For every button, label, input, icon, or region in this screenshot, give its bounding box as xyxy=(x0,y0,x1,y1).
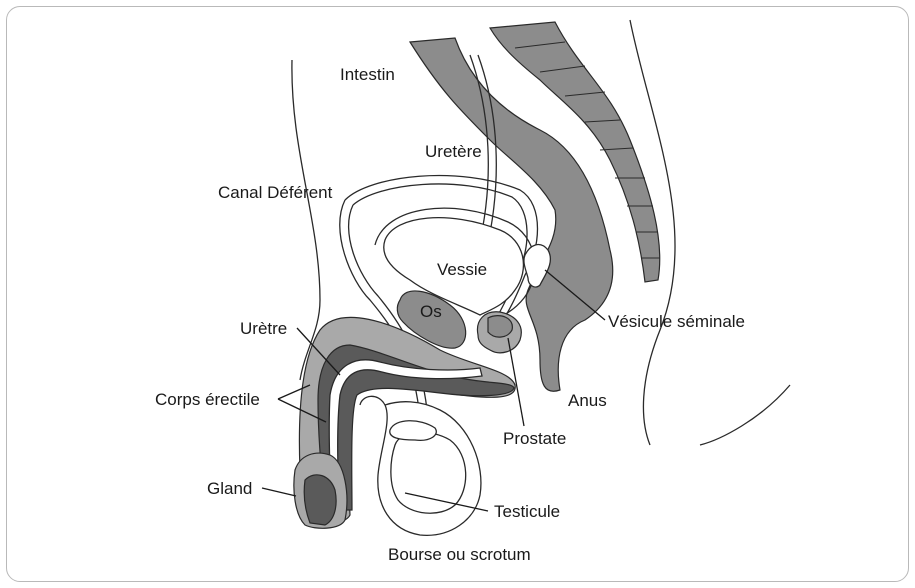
label-intestin: Intestin xyxy=(340,65,395,84)
label-testicule: Testicule xyxy=(494,502,560,521)
label-vessie: Vessie xyxy=(437,260,487,279)
label-uretere: Uretère xyxy=(425,142,482,161)
testicle-shape xyxy=(391,432,466,513)
label-uretre: Urètre xyxy=(240,319,287,338)
prostate-inner xyxy=(488,316,512,337)
label-prostate: Prostate xyxy=(503,429,566,448)
label-vesicule-seminale: Vésicule séminale xyxy=(608,312,745,331)
label-corps-erectile: Corps érectile xyxy=(155,390,260,409)
label-bourse: Bourse ou scrotum xyxy=(388,545,531,564)
label-anus: Anus xyxy=(568,391,607,410)
label-canal-deferent: Canal Déférent xyxy=(218,183,333,202)
label-os: Os xyxy=(420,302,442,321)
leader-gland xyxy=(262,488,296,496)
body-front-contour xyxy=(292,60,320,380)
glans-dark xyxy=(304,475,336,525)
body-back-contour-outer xyxy=(700,385,790,445)
label-gland: Gland xyxy=(207,479,252,498)
